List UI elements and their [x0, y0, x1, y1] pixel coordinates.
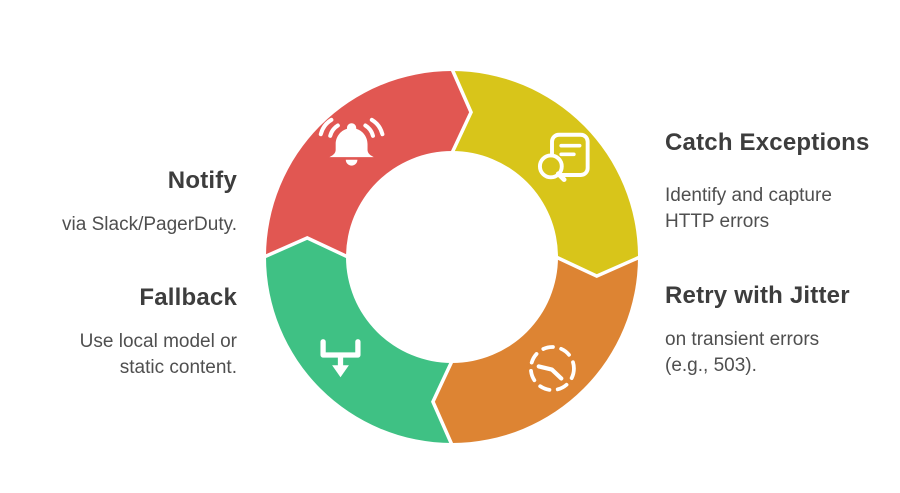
segment-divider: [431, 360, 454, 446]
notify-text-block: Notify via Slack/PagerDuty.: [62, 166, 237, 238]
description-line: Identify and capture: [665, 185, 832, 206]
description-line: Use local model or: [79, 331, 237, 352]
description-line: static content.: [119, 357, 237, 378]
description-line: via Slack/PagerDuty.: [62, 214, 237, 235]
segment-retry-with-jitter: [432, 257, 638, 443]
segment-divider: [263, 236, 349, 259]
catch-exceptions-description: Identify and capture HTTP errors: [665, 183, 870, 235]
retry-with-jitter-description: on transient errors (e.g., 503).: [665, 327, 850, 379]
bell-icon: [318, 117, 385, 166]
description-line: on transient errors: [665, 329, 820, 350]
segment-divider: [555, 255, 641, 278]
notify-description: via Slack/PagerDuty.: [62, 212, 237, 238]
retry-dashed-circle-icon: [528, 345, 576, 392]
fallback-text-block: Fallback Use local model or static conte…: [80, 283, 237, 381]
segment-divider: [450, 68, 473, 154]
retry-with-jitter-heading: Retry with Jitter: [665, 282, 850, 309]
catch-exceptions-text-block: Catch Exceptions Identify and capture HT…: [665, 128, 870, 235]
notify-heading: Notify: [167, 167, 237, 194]
fallback-heading: Fallback: [139, 284, 237, 311]
search-document-icon: [537, 132, 590, 183]
merge-arrow-down-icon: [320, 339, 361, 378]
segment-notify: [266, 71, 472, 257]
retry-with-jitter-text-block: Retry with Jitter on transient errors (e…: [665, 281, 850, 379]
fallback-description: Use local model or static content.: [80, 329, 237, 381]
description-line: HTTP errors: [665, 211, 770, 232]
description-line: (e.g., 503).: [665, 355, 757, 376]
catch-exceptions-heading: Catch Exceptions: [665, 129, 870, 156]
